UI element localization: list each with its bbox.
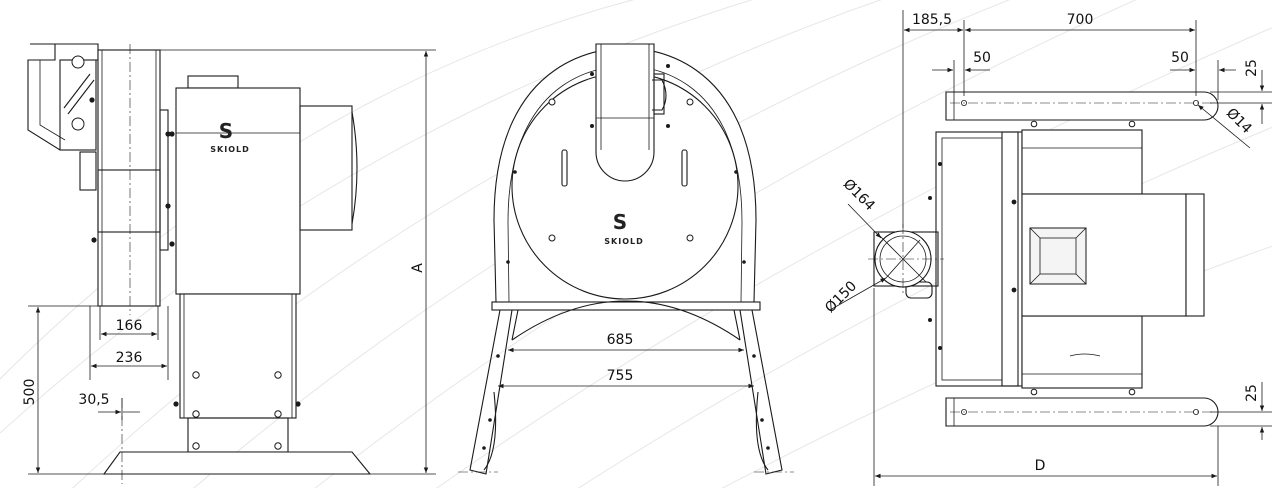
top-view: 185,5 700 50 50 25 Ø14 Ø164 Ø150 25 bbox=[822, 10, 1272, 486]
dim-166: 166 bbox=[116, 318, 143, 334]
side-brand-text: SKIOLD bbox=[210, 145, 249, 154]
dim-500: 500 bbox=[22, 379, 38, 406]
dim-50-left: 50 bbox=[973, 50, 991, 66]
dim-d14: Ø14 bbox=[1223, 105, 1255, 137]
front-brand-text: SKIOLD bbox=[604, 237, 643, 246]
dim-50-right: 50 bbox=[1171, 50, 1189, 66]
dim-700: 700 bbox=[1067, 12, 1094, 28]
side-view: S SKIOLD 166 236 30,5 bbox=[22, 43, 436, 484]
dim-D: D bbox=[1035, 458, 1046, 474]
front-logo-mark: S bbox=[613, 210, 627, 234]
dim-25-bottom: 25 bbox=[1244, 384, 1260, 402]
side-logo-mark: S bbox=[219, 119, 233, 143]
dim-755: 755 bbox=[607, 368, 634, 384]
dim-25-top: 25 bbox=[1244, 59, 1260, 77]
dim-d150: Ø150 bbox=[822, 278, 860, 316]
dim-185-5: 185,5 bbox=[912, 12, 952, 28]
dim-236: 236 bbox=[116, 350, 143, 366]
dim-d164: Ø164 bbox=[840, 176, 878, 214]
dim-30-5: 30,5 bbox=[78, 392, 109, 408]
dim-685: 685 bbox=[607, 332, 634, 348]
front-view: S SKIOLD 685 755 bbox=[458, 43, 794, 475]
dim-A: A bbox=[410, 263, 426, 273]
